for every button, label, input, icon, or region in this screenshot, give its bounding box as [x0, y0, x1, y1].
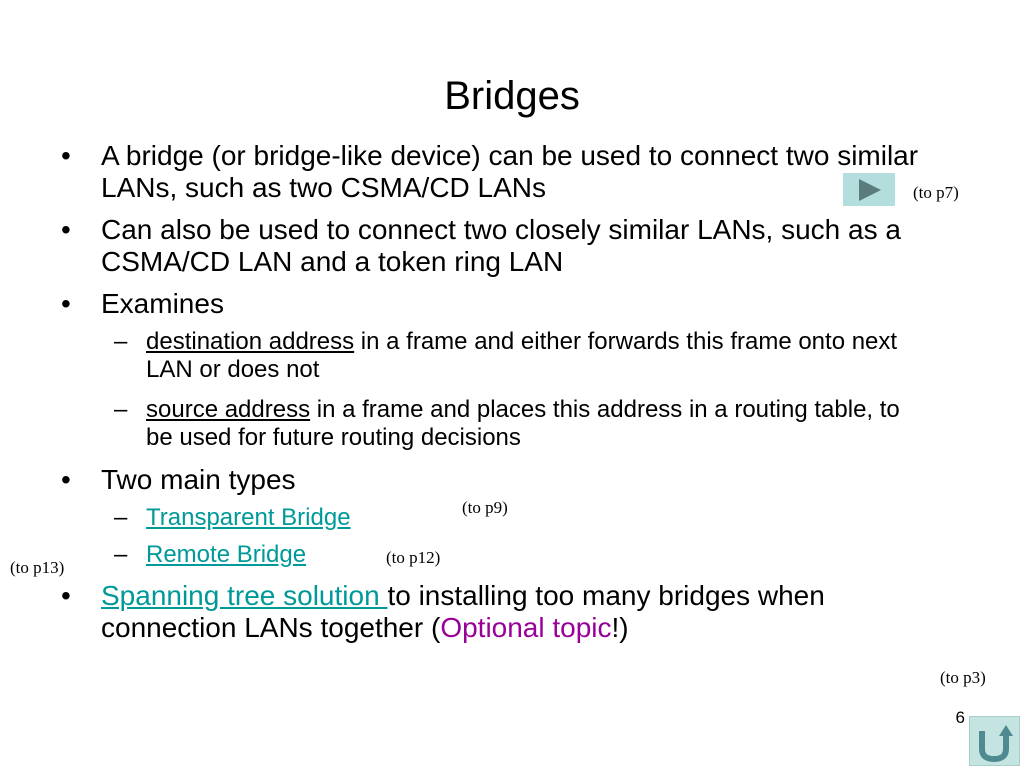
- return-home-icon: [979, 725, 1013, 763]
- sub-bullet-text: destination address in a frame and eithe…: [146, 328, 914, 384]
- dash-marker: –: [114, 504, 128, 531]
- note-to-p12: (to p12): [386, 548, 441, 567]
- bullet-text: Two main types: [101, 464, 296, 495]
- dash-marker: –: [114, 396, 128, 423]
- bullet-text: Spanning tree solution to installing too…: [101, 580, 941, 644]
- bullet-text: Can also be used to connect two closely …: [101, 214, 901, 277]
- destination-address-link[interactable]: destination address: [146, 328, 355, 355]
- remote-bridge-link[interactable]: Remote Bridge: [146, 541, 307, 568]
- bullet-text-end: !): [611, 612, 629, 643]
- dash-marker: –: [114, 328, 128, 355]
- slide-title: Bridges: [444, 74, 580, 118]
- optional-topic-label: Optional topic: [440, 612, 612, 643]
- note-to-p9: (to p9): [462, 498, 508, 517]
- bullet-text-part: to installing too many bridges when conn…: [101, 580, 825, 643]
- sub-bullet-text: Remote Bridge: [146, 541, 914, 569]
- bullet-marker: •: [61, 464, 71, 495]
- bullet-marker: •: [61, 288, 71, 319]
- bullet-marker: •: [61, 140, 71, 171]
- play-arrow-icon: [859, 179, 881, 201]
- dash-marker: –: [114, 541, 128, 568]
- bullet-marker: •: [61, 214, 71, 245]
- bullet-text: Examines: [101, 288, 224, 319]
- sub-bullet-text: source address in a frame and places thi…: [146, 396, 914, 452]
- bullet-text: A bridge (or bridge-like device) can be …: [101, 140, 919, 203]
- note-to-p7: (to p7): [913, 183, 959, 202]
- bullet-marker: •: [61, 580, 71, 611]
- note-to-p13: (to p13): [10, 558, 65, 577]
- next-slide-button[interactable]: [843, 173, 895, 206]
- note-to-p3: (to p3): [940, 668, 986, 687]
- sub-bullet-rest: in a frame and either forwards this fram…: [146, 328, 898, 383]
- return-home-button[interactable]: [969, 716, 1020, 766]
- sub-bullet-text: Transparent Bridge: [146, 504, 914, 532]
- sub-bullet-rest: in a frame and places this address in a …: [146, 396, 900, 451]
- page-number: 6: [955, 708, 965, 727]
- spanning-tree-link[interactable]: Spanning tree solution: [101, 580, 388, 611]
- source-address-link[interactable]: source address: [146, 396, 311, 423]
- transparent-bridge-link[interactable]: Transparent Bridge: [146, 504, 351, 531]
